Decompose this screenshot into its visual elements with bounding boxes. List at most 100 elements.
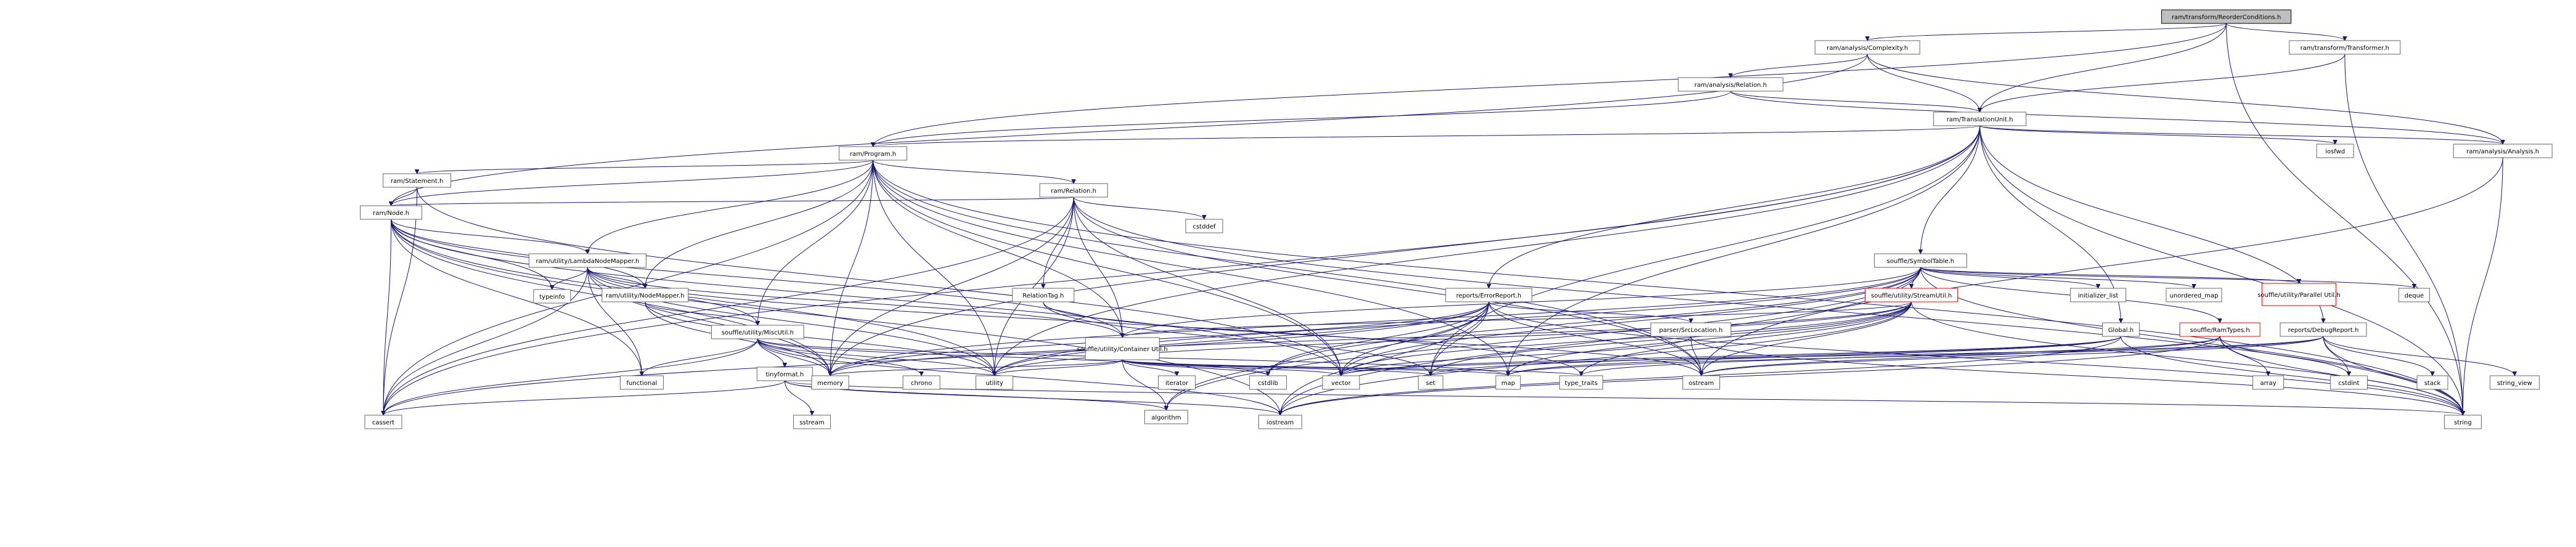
node-box	[976, 375, 1014, 390]
edge-global-to-set	[1430, 336, 2121, 376]
node-cstddef[interactable]: cstddef	[1185, 219, 1223, 233]
node-label: functional	[627, 380, 658, 387]
node-lambda[interactable]: ram/utility/LambdaNodeMapper.h	[528, 253, 646, 268]
edge-streamutil-to-string	[1911, 301, 2463, 415]
node-label: RelationTag.h	[1022, 293, 1064, 299]
node-typeinfo[interactable]: typeinfo	[533, 289, 571, 304]
node-stringview[interactable]: string_view	[2489, 375, 2540, 390]
node-array[interactable]: array	[2252, 375, 2285, 390]
node-cstdlib[interactable]: cstdlib	[1249, 375, 1287, 390]
node-debugreport[interactable]: reports/DebugReport.h	[2280, 322, 2367, 337]
node-sstream[interactable]: sstream	[793, 415, 831, 429]
node-memory[interactable]: memory	[811, 375, 849, 390]
node-tinyformat[interactable]: tinyformat.h	[756, 367, 813, 381]
node-box	[2489, 375, 2540, 390]
node-root: ram/transform/ReorderConditions.h	[2161, 9, 2292, 24]
edge-relation-to-container	[1073, 197, 1122, 338]
node-label: type_traits	[1565, 380, 1597, 387]
node-box	[711, 325, 804, 339]
node-chrono[interactable]: chrono	[902, 375, 940, 390]
node-label: set	[1426, 380, 1435, 387]
edge-node-to-container	[391, 219, 1123, 338]
node-box	[601, 288, 689, 302]
node-string[interactable]: string	[2444, 415, 2482, 429]
edge-tu-to-memory	[830, 125, 1981, 376]
node-iosfwd[interactable]: iosfwd	[2316, 144, 2354, 158]
node-umap[interactable]: unordered_map	[2166, 288, 2222, 302]
edge-relation-to-utility	[995, 197, 1074, 376]
node-node[interactable]: ram/Node.h	[360, 205, 423, 220]
edge-ramtypes-to-ostream	[1702, 336, 2220, 376]
node-initlist[interactable]: initializer_list	[2070, 288, 2127, 302]
node-tu[interactable]: ram/TranslationUnit.h	[1933, 111, 2027, 126]
node-iterator[interactable]: iterator	[1158, 375, 1196, 390]
edge-root-to-complexity	[1867, 23, 2227, 41]
edge-miscutil-to-functional	[642, 338, 758, 376]
edge-tu-to-set	[1430, 125, 1981, 376]
edge-container-to-utility	[995, 359, 1123, 376]
node-relationtag[interactable]: RelationTag.h	[1012, 288, 1075, 302]
edge-streamutil-to-memory	[830, 301, 1912, 376]
node-cstdint[interactable]: cstdint	[2329, 375, 2368, 390]
edge-relation-to-node	[391, 197, 1074, 206]
node-label: tinyformat.h	[765, 371, 804, 378]
edge-node-to-lambda	[391, 219, 588, 254]
node-symtab[interactable]: souffle/SymbolTable.h	[1873, 253, 1967, 268]
node-errorreport[interactable]: reports/ErrorReport.h	[1445, 288, 1533, 302]
node-box	[1873, 253, 1967, 268]
edge-program-to-miscutil	[757, 160, 874, 325]
edge-errorreport-to-ostream	[1488, 301, 1702, 376]
node-streamutil[interactable]: souffle/utility/StreamUtil.h	[1865, 288, 1958, 302]
edge-program-to-statement	[417, 160, 874, 174]
node-analysis[interactable]: ram/analysis/Analysis.h	[2453, 144, 2553, 158]
edge-relationA-to-tu	[1730, 91, 1979, 113]
node-container[interactable]: souffle/utility/Container Util.h	[1077, 337, 1168, 360]
node-relation[interactable]: ram/Relation.h	[1039, 183, 1108, 198]
node-label: typeinfo	[539, 294, 565, 301]
node-ostream[interactable]: ostream	[1682, 375, 1721, 390]
node-label: ram/analysis/Analysis.h	[2466, 148, 2539, 155]
edge-lambda-to-utility	[587, 267, 994, 376]
edge-tu-to-analysis	[1979, 125, 2503, 145]
node-functional[interactable]: functional	[619, 375, 664, 390]
node-label: reports/DebugReport.h	[2288, 327, 2359, 334]
node-box	[1650, 322, 1732, 337]
node-iostream[interactable]: iostream	[1258, 415, 1302, 429]
node-box	[1559, 375, 1604, 390]
node-set[interactable]: set	[1417, 375, 1443, 390]
node-nodemapper[interactable]: ram/utility/NodeMapper.h	[601, 288, 689, 302]
node-label: reports/ErrorReport.h	[1456, 293, 1522, 299]
edge-debugreport-to-stack	[2323, 336, 2432, 376]
node-ramtypes[interactable]: souffle/RamTypes.h	[2179, 322, 2260, 337]
node-program[interactable]: ram/Program.h	[839, 146, 908, 161]
node-deque[interactable]: deque	[2398, 288, 2430, 302]
node-statement[interactable]: ram/Statement.h	[383, 173, 452, 188]
node-label: souffle/utility/Parallel Util.h	[2257, 292, 2341, 299]
edge-relationA-to-program	[873, 91, 1731, 147]
edge-global-to-map	[1508, 336, 2121, 376]
edge-errorreport-to-cassert	[383, 301, 1490, 415]
node-typetraits[interactable]: type_traits	[1559, 375, 1604, 390]
node-cassert[interactable]: cassert	[364, 415, 402, 429]
node-transformer[interactable]: ram/transform/Transformer.h	[2289, 40, 2401, 55]
node-vector[interactable]: vector	[1322, 375, 1360, 390]
node-box	[2280, 322, 2367, 337]
node-utility[interactable]: utility	[976, 375, 1014, 390]
edge-symtab-to-container	[1122, 267, 1921, 338]
node-srcloc[interactable]: parser/SrcLocation.h	[1650, 322, 1732, 337]
edge-node-to-nodemapper	[391, 219, 645, 288]
node-complexity[interactable]: ram/analysis/Complexity.h	[1814, 40, 1920, 55]
edge-streamutil-to-utility	[995, 301, 1912, 376]
node-map[interactable]: map	[1495, 375, 1521, 390]
node-parallel[interactable]: souffle/utility/Parallel Util.h	[2257, 283, 2341, 306]
node-box	[1039, 183, 1108, 198]
node-global[interactable]: Global.h	[2101, 322, 2140, 337]
edge-container-to-vector	[1122, 359, 1341, 376]
edge-relation-to-ostream	[1073, 197, 1701, 376]
node-stack[interactable]: stack	[2416, 375, 2448, 390]
node-label: memory	[817, 380, 843, 387]
node-miscutil[interactable]: souffle/utility/MiscUtil.h	[711, 325, 804, 339]
node-relationA[interactable]: ram/analysis/Relation.h	[1677, 77, 1783, 92]
edge-streamutil-to-iostream	[1280, 301, 1912, 415]
node-algorithm[interactable]: algorithm	[1144, 410, 1188, 424]
